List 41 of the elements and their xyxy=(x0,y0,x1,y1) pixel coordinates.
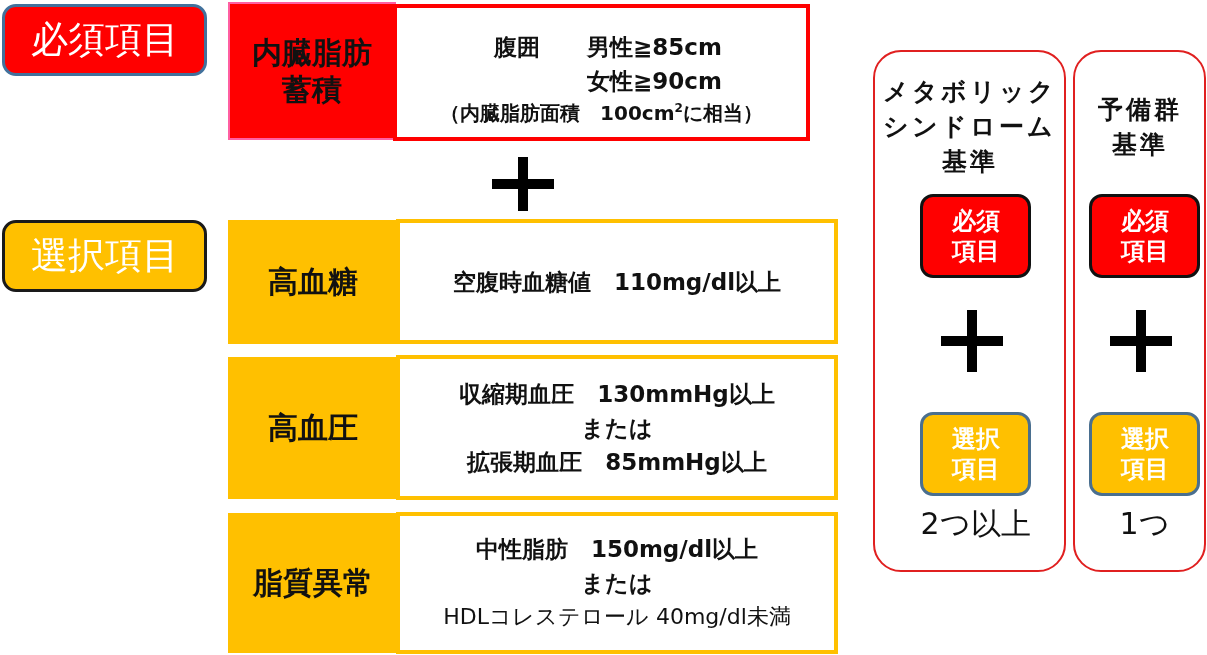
threshold-text: 拡張期血圧 85mmHg以上 xyxy=(467,447,767,477)
panel-heading: メタボリックシンドローム基準 xyxy=(881,76,1058,178)
panel-heading: 予備群基準 xyxy=(1096,94,1183,161)
criterion-header xyxy=(228,513,398,653)
criterion-detail-box xyxy=(393,4,810,141)
category-tag xyxy=(2,4,207,76)
category-tag xyxy=(920,412,1031,496)
criterion-name: 高血糖 xyxy=(268,263,358,301)
criterion-detail-box xyxy=(396,219,838,344)
tag-label: 選択項目 xyxy=(30,235,179,277)
threshold-text: 空腹時血糖値 110mg/dl以上 xyxy=(452,267,782,297)
category-tag xyxy=(1089,194,1200,278)
criterion-name: 内臓脂肪蓄積 xyxy=(251,33,373,109)
category-tag xyxy=(1089,412,1200,496)
criterion-header xyxy=(228,2,396,140)
criterion-detail-box xyxy=(396,512,838,654)
conjunction-text: または xyxy=(581,569,653,598)
tag-label: 必須項目 xyxy=(1119,206,1170,266)
tag-label: 選択項目 xyxy=(1119,424,1170,484)
category-tag xyxy=(2,220,207,292)
criterion-name: 脂質異常 xyxy=(253,564,373,602)
threshold-text: 女性≧90cm xyxy=(587,67,722,96)
threshold-text: 収縮期血圧 130mmHg以上 xyxy=(459,379,775,409)
criterion-name: 高血圧 xyxy=(268,409,358,447)
threshold-text: 中性脂肪 150mg/dl以上 xyxy=(475,535,759,564)
criterion-header xyxy=(228,357,398,499)
criterion-header xyxy=(228,220,398,344)
criteria-panel xyxy=(873,50,1066,572)
note-text: （内臓脂肪面積 100cm$^{2}$に相当） xyxy=(439,100,764,127)
criterion-detail-box xyxy=(396,355,838,500)
tag-label: 必須項目 xyxy=(950,206,1001,266)
tag-label: 必須項目 xyxy=(30,19,179,61)
conjunction-text: または xyxy=(581,413,653,443)
category-tag xyxy=(920,194,1031,278)
criteria-panel xyxy=(1073,50,1206,572)
threshold-text: 男性≧85cm xyxy=(587,33,722,62)
count-label: 2つ以上 xyxy=(920,506,1031,542)
count-label: 1つ xyxy=(1118,506,1171,542)
threshold-text: HDLコレステロール 40mg/dl未満 xyxy=(443,603,791,631)
tag-label: 選択項目 xyxy=(950,424,1001,484)
threshold-text: 腹囲 xyxy=(494,33,540,62)
